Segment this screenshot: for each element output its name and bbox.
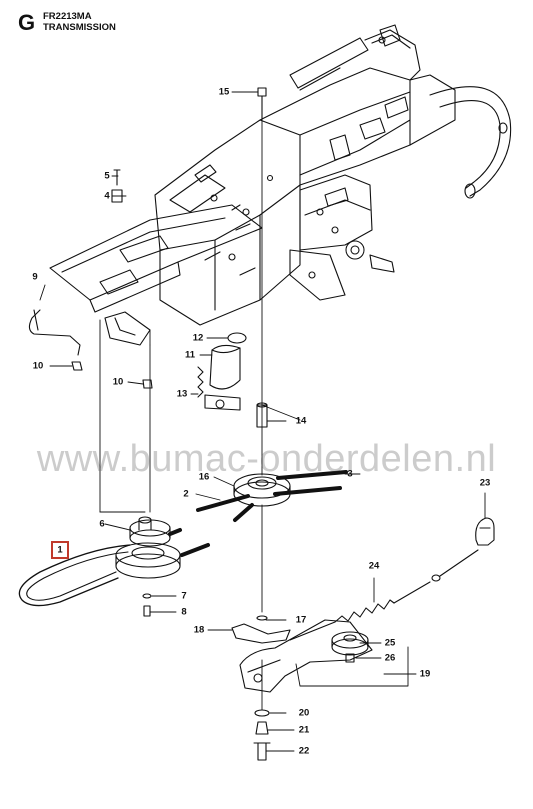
section-title: TRANSMISSION <box>43 22 116 33</box>
callout-c10a: 10 <box>32 360 44 372</box>
section-letter: G <box>18 10 36 35</box>
callout-c21: 21 <box>298 724 310 736</box>
callout-c4: 4 <box>104 190 110 202</box>
callout-c26: 26 <box>384 652 396 664</box>
callout-c23: 23 <box>479 477 491 489</box>
rod-part9 <box>28 309 81 356</box>
callout-1-highlight <box>51 541 69 559</box>
callout-c10b: 10 <box>112 376 124 388</box>
callout-c17: 17 <box>295 614 307 626</box>
callout-c3: 3 <box>347 468 353 480</box>
callout-c9: 9 <box>32 271 38 283</box>
v-belt-part1 <box>18 544 131 607</box>
callout-c12: 12 <box>192 332 204 344</box>
idler-arm-assembly <box>231 615 373 761</box>
callout-c15: 15 <box>218 86 230 98</box>
watermark: www.bumac-onderdelen.nl <box>36 438 497 480</box>
callout-c18: 18 <box>193 624 205 636</box>
callout-c5: 5 <box>104 170 110 182</box>
callout-c11: 11 <box>184 349 196 361</box>
callout-c25: 25 <box>384 637 396 649</box>
model-code: FR2213MA <box>43 11 92 22</box>
callout-c22: 22 <box>298 745 310 757</box>
callout-c7: 7 <box>181 590 187 602</box>
callout-c6: 6 <box>99 518 105 530</box>
callout-c8: 8 <box>181 606 187 618</box>
callout-c2: 2 <box>183 488 189 500</box>
callout-c24: 24 <box>368 560 380 572</box>
callout-c20: 20 <box>298 707 310 719</box>
callout-c19: 19 <box>419 668 431 680</box>
callout-c13: 13 <box>176 388 188 400</box>
callout-c14: 14 <box>295 415 307 427</box>
callout-c16: 16 <box>198 471 210 483</box>
frame-drawing <box>49 24 512 346</box>
callout-c1: 1 <box>57 544 63 556</box>
pulley-assembly-lower <box>115 516 181 579</box>
